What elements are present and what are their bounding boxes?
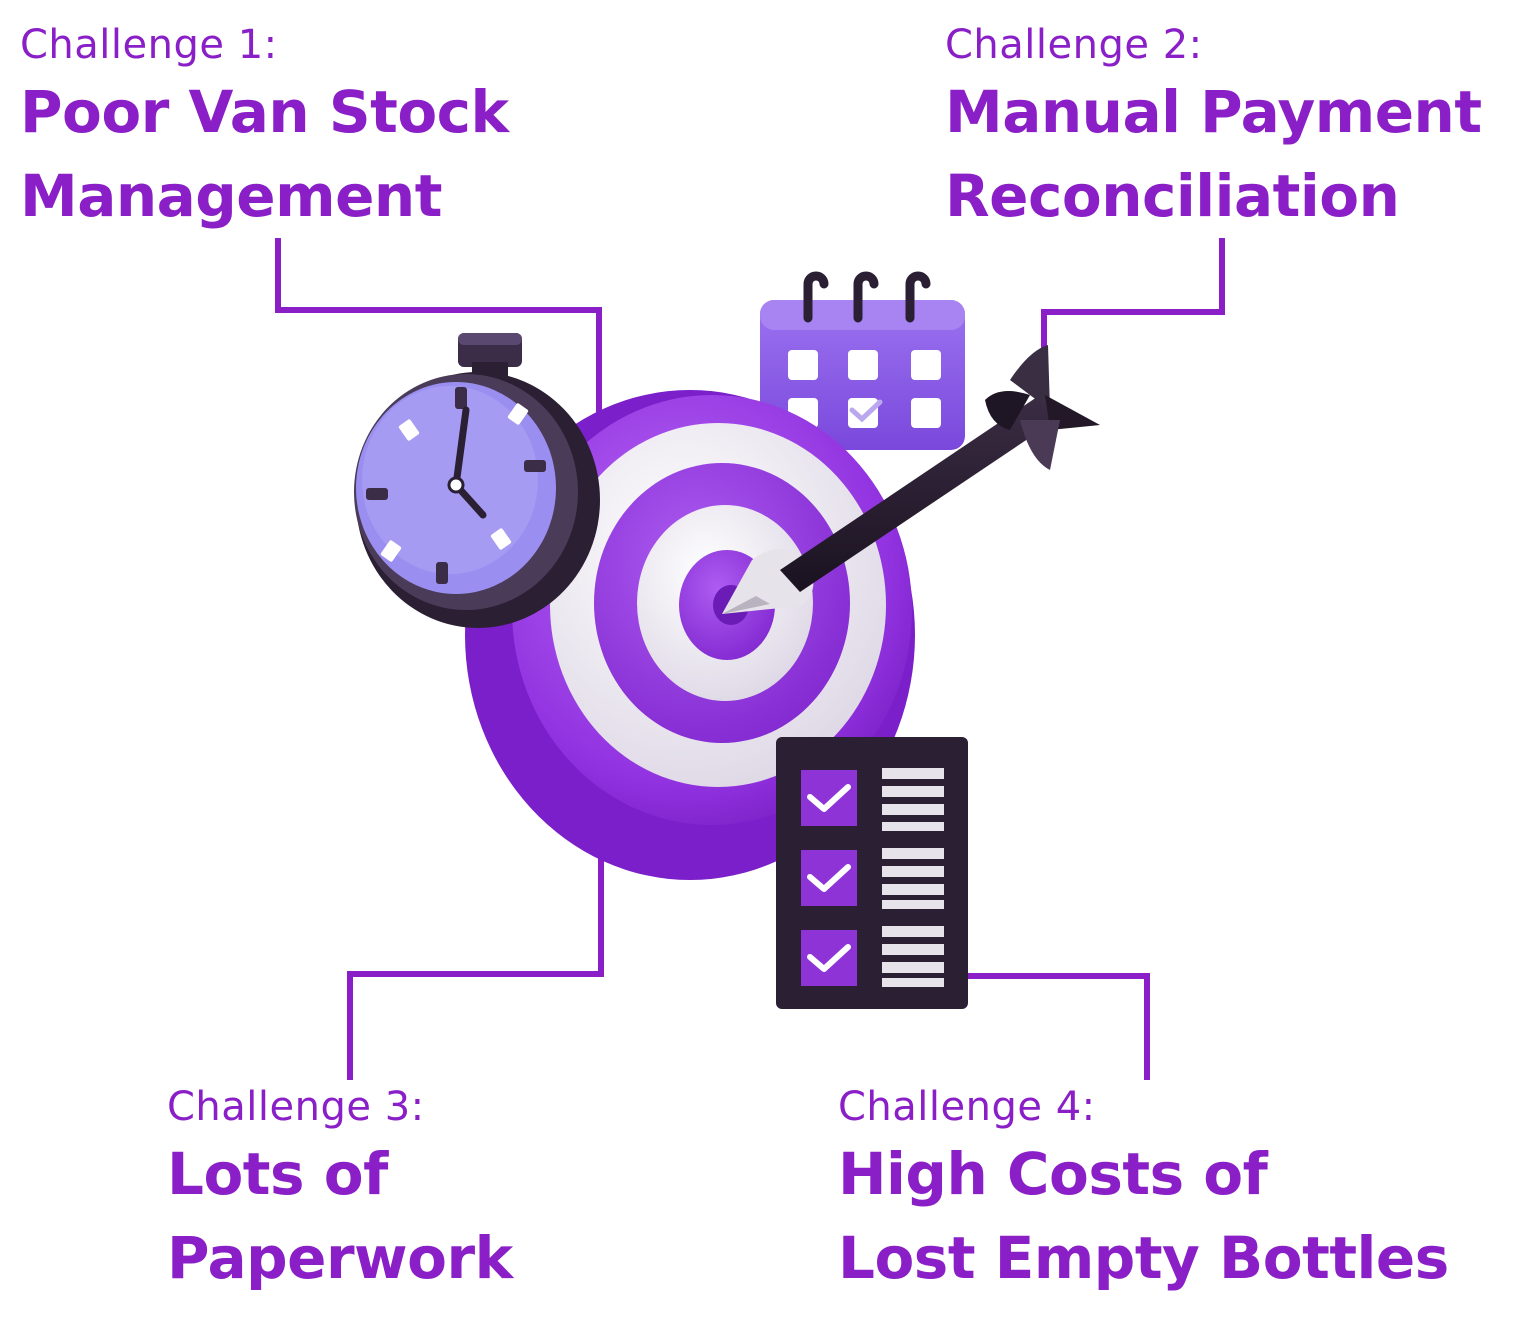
dart-icon (722, 345, 1100, 614)
challenge-3: Challenge 3: Lots of Paperwork (167, 1082, 513, 1300)
checklist-row (801, 926, 944, 987)
challenge-1-title-line-2: Management (20, 162, 442, 230)
challenge-4: Challenge 4: High Costs of Lost Empty Bo… (838, 1082, 1449, 1300)
challenge-2-kicker: Challenge 2: (945, 22, 1203, 68)
challenge-2: Challenge 2: Manual Payment Reconciliati… (945, 20, 1482, 238)
challenge-1-kicker: Challenge 1: (20, 22, 278, 68)
checklist-row (801, 848, 944, 909)
connector-challenge-3 (347, 820, 604, 1080)
challenge-4-title-line-1: High Costs of (838, 1140, 1268, 1208)
challenge-3-title-line-2: Paperwork (167, 1224, 513, 1292)
challenge-1-title-line-1: Poor Van Stock (20, 78, 509, 146)
checklist-icon (776, 737, 968, 1009)
challenge-3-title-line-1: Lots of (167, 1140, 388, 1208)
stopwatch-icon (354, 333, 600, 628)
challenge-2-title-line-1: Manual Payment (945, 78, 1482, 146)
checklist-row (801, 768, 944, 831)
challenge-4-title-line-2: Lost Empty Bottles (838, 1224, 1449, 1292)
challenge-1: Challenge 1: Poor Van Stock Management (20, 20, 509, 238)
connector-challenge-2 (1041, 238, 1225, 400)
connector-challenge-4 (905, 973, 1150, 1080)
challenge-2-title-line-2: Reconciliation (945, 162, 1400, 230)
challenge-3-kicker: Challenge 3: (167, 1084, 425, 1130)
connector-challenge-1 (275, 238, 602, 430)
challenge-4-kicker: Challenge 4: (838, 1084, 1096, 1130)
